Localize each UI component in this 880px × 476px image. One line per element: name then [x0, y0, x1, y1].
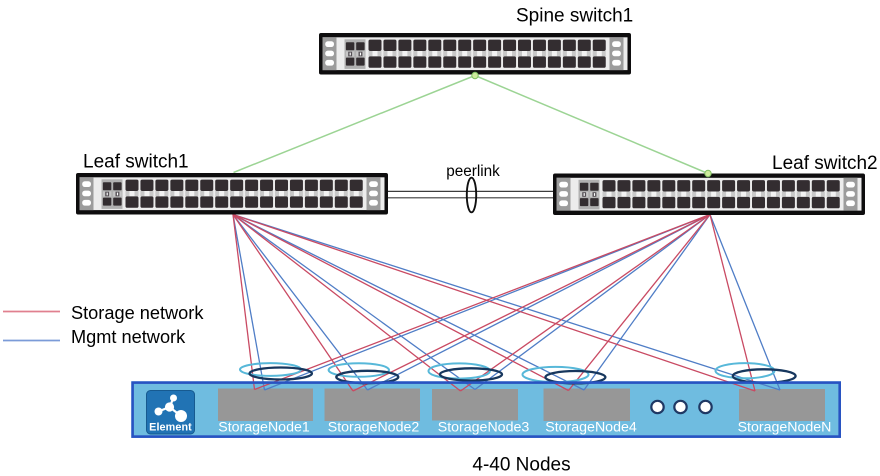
svg-text:Leaf switch2: Leaf switch2	[772, 153, 878, 174]
svg-text:Leaf switch1: Leaf switch1	[83, 152, 189, 173]
svg-text:StorageNode2: StorageNode2	[328, 420, 420, 436]
svg-text:Spine switch1: Spine switch1	[516, 6, 633, 27]
svg-text:Element: Element	[149, 422, 192, 434]
svg-text:Storage network: Storage network	[71, 303, 204, 323]
svg-text:4-40 Nodes: 4-40 Nodes	[472, 455, 570, 476]
svg-text:peerlink: peerlink	[446, 163, 500, 180]
svg-text:Mgmt network: Mgmt network	[71, 327, 186, 347]
svg-text:StorageNode3: StorageNode3	[438, 420, 530, 436]
svg-text:StorageNode4: StorageNode4	[545, 420, 637, 436]
svg-text:StorageNodeN: StorageNodeN	[738, 420, 832, 436]
svg-text:StorageNode1: StorageNode1	[218, 420, 310, 436]
